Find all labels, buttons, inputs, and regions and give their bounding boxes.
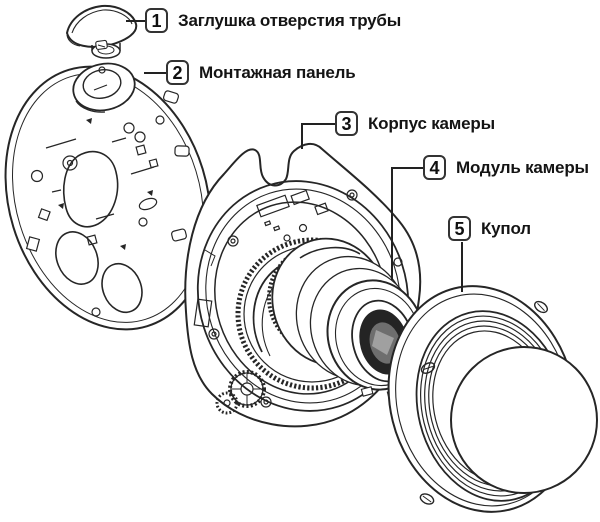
- callout-4-number-box: 4: [423, 155, 446, 180]
- callout-4-label: Модуль камеры: [456, 157, 589, 177]
- callout-4: 4 Модуль камеры: [423, 155, 589, 180]
- callout-5-number-box: 5: [448, 216, 471, 241]
- callout-3-label: Корпус камеры: [368, 113, 495, 133]
- callout-5: 5 Купол: [448, 216, 531, 241]
- callout-1-number-box: 1: [145, 8, 168, 33]
- callout-2-number-box: 2: [166, 60, 189, 85]
- central-cable-hole: [62, 150, 119, 228]
- dome-bubble: [450, 346, 598, 494]
- callout-1: 1 Заглушка отверстия трубы: [145, 8, 401, 33]
- dome-cover-drawing: [387, 285, 598, 513]
- callout-3-number-box: 3: [335, 111, 358, 136]
- callout-2-label: Монтажная панель: [199, 62, 356, 82]
- leader-line-3: [301, 123, 336, 149]
- mounting-panel-drawing: [4, 62, 212, 331]
- callout-1-label: Заглушка отверстия трубы: [178, 10, 402, 30]
- callout-2: 2 Монтажная панель: [166, 60, 356, 85]
- callout-3: 3 Корпус камеры: [335, 111, 495, 136]
- leader-line-4: [391, 167, 424, 280]
- callout-5-label: Купол: [481, 218, 531, 238]
- pipe-hole-plug-drawing: [65, 4, 138, 59]
